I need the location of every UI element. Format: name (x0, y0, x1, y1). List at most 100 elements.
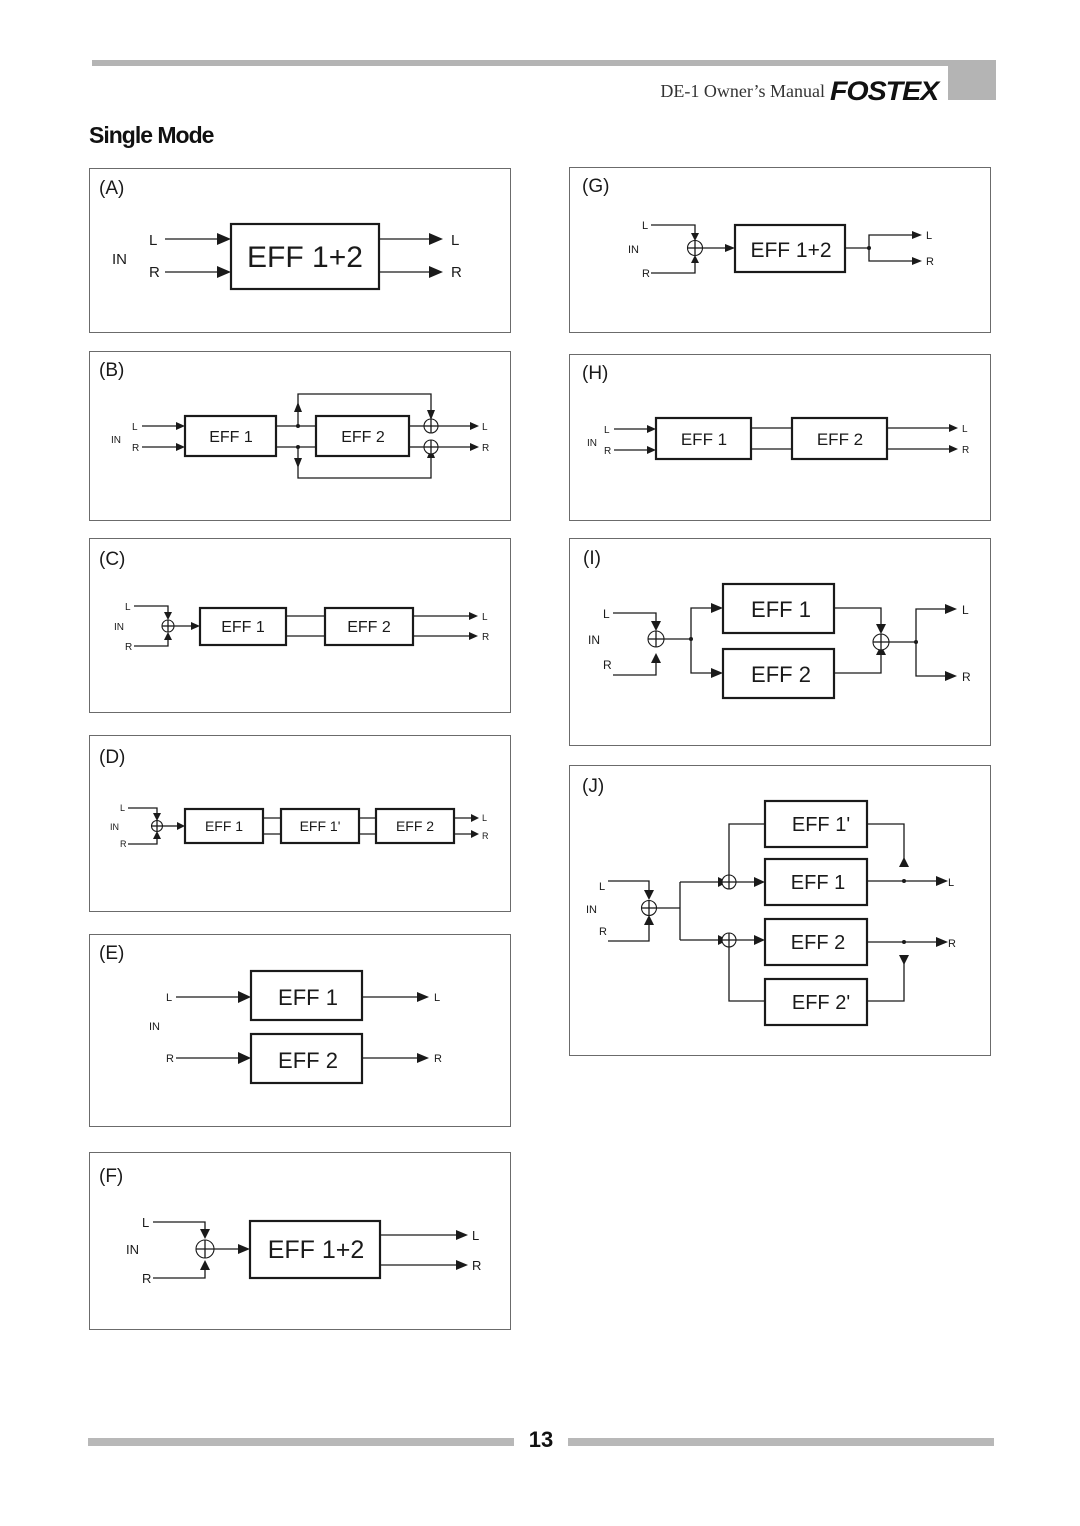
eff-block-label: EFF 1 (681, 430, 727, 449)
output-left-label: L (451, 232, 459, 249)
input-left-label: L (603, 607, 610, 621)
eff-block (183, 414, 278, 458)
output-left-label: L (962, 424, 968, 435)
input-label: IN (149, 1021, 160, 1033)
diagram-label: (B) (99, 360, 124, 381)
diagram-label: (F) (99, 1166, 123, 1187)
eff-block (654, 416, 753, 461)
eff-block-label: EFF 1 (209, 429, 253, 446)
output-right-label: R (482, 632, 489, 643)
eff-block (721, 647, 836, 700)
diagram-f: (F) L IN R EFF 1+2 L R (89, 1152, 511, 1330)
input-left-label: L (125, 602, 131, 613)
input-left-label: L (149, 232, 157, 249)
input-left-label: L (599, 881, 605, 893)
input-right-label: R (604, 446, 611, 457)
brand-logo: FOSTEX (830, 76, 939, 106)
eff-block-label: EFF 2 (341, 429, 385, 446)
diagram-label: (D) (99, 747, 125, 768)
input-right-label: R (603, 658, 612, 672)
diagram-g: (G) L IN R EFF 1+2 L R (569, 167, 991, 333)
eff-block-label: EFF 1+2 (268, 1236, 365, 1264)
eff-block-label: EFF 2 (347, 619, 391, 636)
input-left-label: L (132, 422, 138, 433)
eff-block (323, 606, 415, 647)
input-right-label: R (599, 926, 607, 938)
diagram-label: (A) (99, 178, 124, 199)
diagram-label: (G) (582, 176, 609, 197)
eff-block-label: EFF 2 (751, 662, 811, 687)
eff-block-label: EFF 2' (792, 992, 850, 1014)
output-left-label: L (472, 1228, 479, 1243)
output-left-label: L (482, 612, 488, 623)
output-left-label: L (948, 877, 954, 889)
eff-block (229, 222, 381, 291)
input-label: IN (126, 1242, 139, 1257)
eff-block (314, 414, 411, 458)
eff-block-label: EFF 1 (791, 872, 845, 894)
input-left-label: L (642, 220, 648, 232)
input-right-label: R (120, 839, 127, 849)
diagram-j: (J) L IN R EFF 1' EFF 1 EFF 2 EFF 2' L R (569, 765, 991, 1056)
input-label: IN (586, 904, 597, 916)
output-right-label: R (451, 264, 462, 281)
eff-block-label: EFF 1+2 (750, 239, 831, 262)
eff-block (198, 606, 288, 647)
output-left-label: L (926, 230, 932, 242)
input-label: IN (112, 251, 127, 268)
diagram-i: (I) L IN R EFF 1 EFF 2 L R (569, 538, 991, 746)
input-label: IN (587, 438, 597, 449)
input-left-label: L (166, 992, 172, 1004)
output-right-label: R (482, 831, 489, 841)
input-label: IN (588, 633, 600, 647)
diagram-label: (J) (582, 776, 604, 797)
footer-rule-left (88, 1438, 514, 1446)
input-label: IN (114, 622, 124, 633)
eff-block (374, 807, 456, 845)
document-title: DE-1 Owner’s Manual (660, 81, 825, 101)
eff-block (721, 582, 836, 635)
eff-block (763, 857, 869, 907)
output-left-label: L (434, 992, 440, 1004)
input-right-label: R (166, 1053, 174, 1065)
eff-block-label: EFF 1 (205, 818, 243, 834)
diagram-h: (H) IN L R EFF 1 EFF 2 L R (569, 354, 991, 521)
eff-block-label: EFF 2 (278, 1048, 338, 1073)
output-right-label: R (962, 670, 971, 684)
header-rule (92, 60, 948, 66)
eff-block-label: EFF 2 (791, 932, 845, 954)
output-right-label: R (926, 256, 934, 268)
eff-block (183, 807, 265, 845)
input-label: IN (628, 244, 639, 256)
eff-block (763, 977, 869, 1027)
section-title: Single Mode (89, 122, 214, 148)
input-right-label: R (125, 642, 132, 653)
output-right-label: R (948, 938, 956, 950)
footer-rule-right (568, 1438, 994, 1446)
diagram-label: (I) (583, 548, 601, 569)
diagram-label: (C) (99, 549, 125, 570)
eff-block (279, 807, 361, 845)
eff-block-label: EFF 2 (817, 430, 863, 449)
eff-block-label: EFF 1+2 (247, 241, 363, 274)
input-left-label: L (604, 425, 610, 436)
eff-block (248, 1219, 382, 1280)
diagram-a: (A) IN L R EFF 1+2 L R (89, 168, 511, 333)
input-label: IN (111, 435, 121, 446)
diagram-e: (E) L IN R EFF 1 EFF 2 L R (89, 934, 511, 1127)
eff-block-label: EFF 1 (278, 985, 338, 1010)
eff-block (733, 223, 847, 274)
input-left-label: L (120, 803, 125, 813)
input-right-label: R (142, 1271, 151, 1286)
output-left-label: L (482, 422, 488, 433)
diagram-c: (C) L IN R EFF 1 EFF 2 L R (89, 538, 511, 713)
output-right-label: R (434, 1053, 442, 1065)
output-right-label: R (472, 1258, 481, 1273)
input-left-label: L (142, 1215, 149, 1230)
output-right-label: R (962, 445, 969, 456)
input-right-label: R (149, 264, 160, 281)
diagram-label: (E) (99, 943, 124, 964)
diagram-d: (D) L IN R EFF 1 EFF 1' EFF 2 L R (89, 735, 511, 912)
eff-block-label: EFF 1 (221, 619, 265, 636)
input-right-label: R (642, 268, 650, 280)
